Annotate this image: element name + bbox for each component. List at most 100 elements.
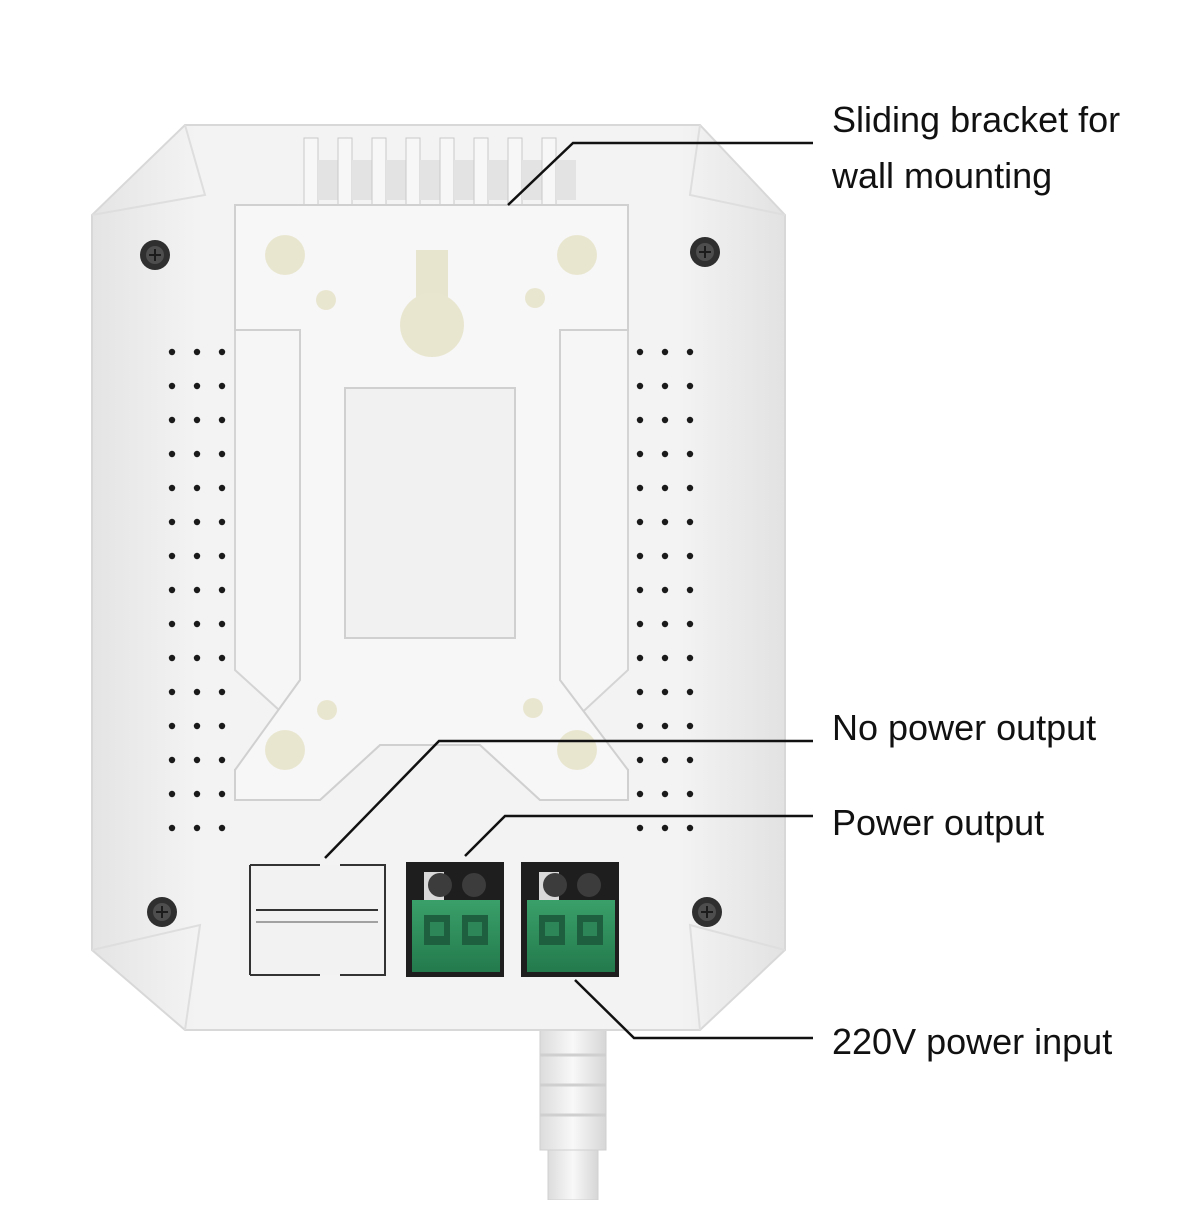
vent-hole (168, 620, 176, 628)
vent-hole (686, 450, 694, 458)
bracket-label-line-1: Sliding bracket for (832, 99, 1121, 140)
vent-hole (218, 654, 226, 662)
vent-hole (686, 518, 694, 526)
power-input-label: 220V power input (832, 1021, 1113, 1062)
left-vent-holes (168, 348, 226, 832)
power-output-terminal (406, 862, 504, 977)
vent-hole (661, 790, 669, 798)
vent-hole (193, 722, 201, 730)
vent-hole (686, 484, 694, 492)
vent-hole (636, 620, 644, 628)
vent-hole (168, 416, 176, 424)
vent-hole (636, 722, 644, 730)
vent-hole (193, 756, 201, 764)
power-output-label: Power output (832, 802, 1045, 843)
bracket-label-line-2: wall mounting (832, 155, 1053, 196)
vent-hole (218, 382, 226, 390)
vent-hole (168, 382, 176, 390)
vent-hole (193, 484, 201, 492)
vent-hole (636, 484, 644, 492)
vent-hole (686, 586, 694, 594)
vent-hole (168, 688, 176, 696)
vent-hole (218, 790, 226, 798)
power-input-terminal (521, 862, 619, 977)
vent-hole (661, 416, 669, 424)
keyhole-slot (400, 250, 464, 357)
vent-hole (686, 756, 694, 764)
power-input-leader-line (574, 979, 813, 1040)
vent-hole (168, 824, 176, 832)
vent-hole (661, 382, 669, 390)
vent-hole (193, 348, 201, 356)
vent-hole (661, 484, 669, 492)
vent-hole (168, 552, 176, 560)
vent-hole (193, 586, 201, 594)
vent-hole (218, 824, 226, 832)
vent-hole (168, 348, 176, 356)
vent-hole (636, 450, 644, 458)
vent-hole (686, 654, 694, 662)
alignment-hole (316, 290, 336, 310)
no-power-output-port (249, 864, 386, 976)
vent-slot (303, 137, 319, 207)
vent-hole (686, 552, 694, 560)
vent-hole (661, 824, 669, 832)
vent-hole (661, 552, 669, 560)
vent-hole (193, 382, 201, 390)
vent-hole (661, 756, 669, 764)
vent-hole (686, 824, 694, 832)
vent-hole (636, 348, 644, 356)
vent-hole (168, 518, 176, 526)
vent-hole (686, 722, 694, 730)
mounting-hole (557, 730, 597, 770)
vent-hole (168, 722, 176, 730)
vent-hole (661, 688, 669, 696)
vent-hole (193, 824, 201, 832)
vent-hole (636, 790, 644, 798)
alignment-hole (523, 698, 543, 718)
vent-hole (193, 518, 201, 526)
mounting-hole (557, 235, 597, 275)
vent-hole (218, 688, 226, 696)
vent-hole (193, 790, 201, 798)
housing-screws (140, 237, 722, 927)
screw-icon (140, 240, 170, 270)
vent-hole (686, 416, 694, 424)
vent-hole (168, 756, 176, 764)
vent-hole (636, 824, 644, 832)
vent-hole (661, 450, 669, 458)
vent-gap (420, 160, 440, 200)
vent-hole (636, 518, 644, 526)
vent-slot (371, 137, 387, 207)
top-vent-slots (303, 137, 576, 207)
vent-hole (218, 756, 226, 764)
vent-hole (661, 348, 669, 356)
vent-hole (218, 450, 226, 458)
vent-hole (218, 620, 226, 628)
vent-gap (488, 160, 508, 200)
vent-hole (661, 620, 669, 628)
sliding-bracket (234, 204, 629, 801)
vent-hole (661, 518, 669, 526)
vent-hole (218, 416, 226, 424)
vent-hole (661, 586, 669, 594)
power-cable (539, 1019, 607, 1201)
callout-lines (324, 141, 813, 1040)
vent-hole (686, 688, 694, 696)
vent-slot (337, 137, 353, 207)
alignment-hole (525, 288, 545, 308)
vent-hole (193, 450, 201, 458)
vent-hole (636, 654, 644, 662)
mounting-hole (265, 235, 305, 275)
vent-gap (522, 160, 542, 200)
vent-hole (218, 484, 226, 492)
vent-hole (193, 416, 201, 424)
vent-slot (473, 137, 489, 207)
screw-icon (692, 897, 722, 927)
vent-hole (636, 382, 644, 390)
vent-slot (439, 137, 455, 207)
alignment-hole (317, 700, 337, 720)
vent-hole (218, 348, 226, 356)
